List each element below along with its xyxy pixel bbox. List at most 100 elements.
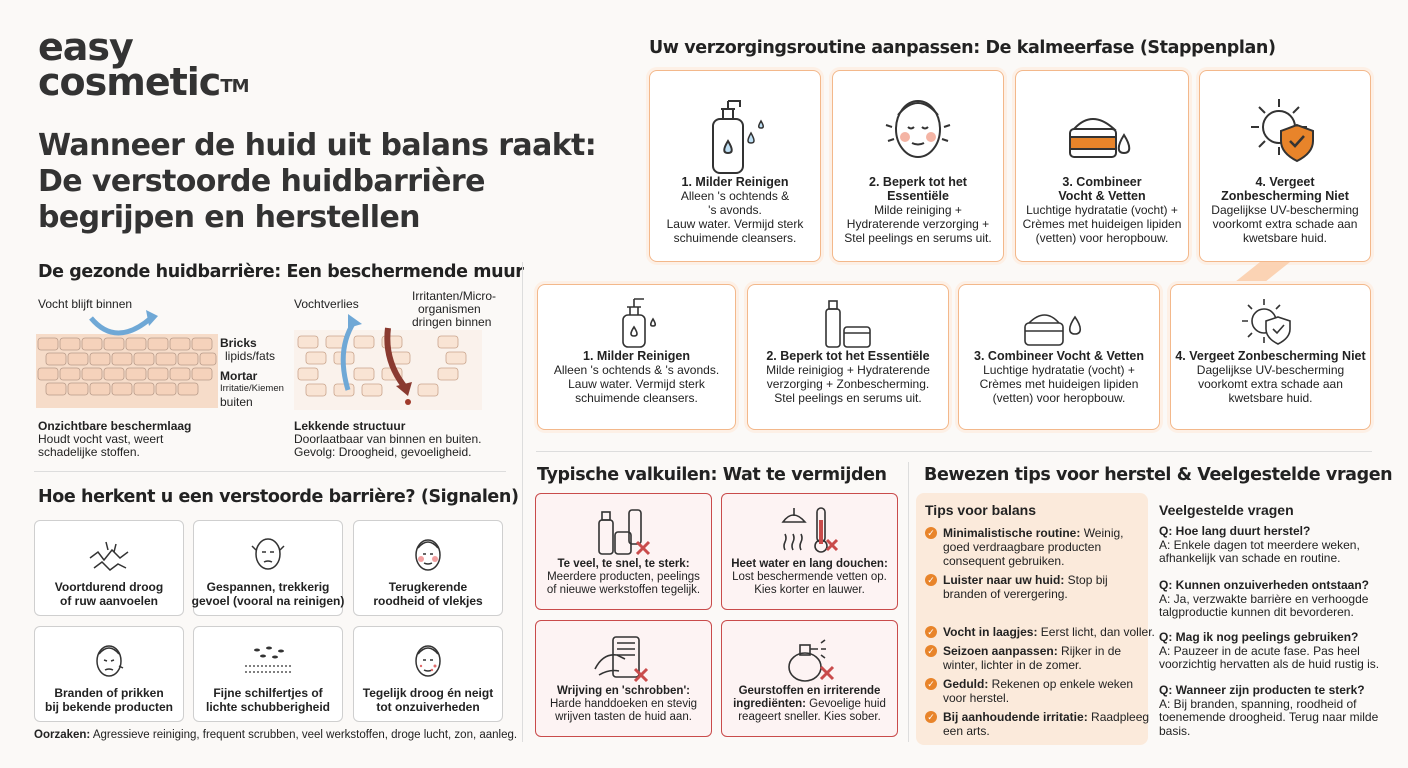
- invisible-layer-d2: schadelijke stoffen.: [38, 445, 140, 459]
- faq-answer: A: Bij branden, spanning, roodheid of: [1159, 696, 1357, 711]
- stinging-face-icon: [96, 645, 124, 677]
- step-desc: Alleen 's ochtends & 's avonds.: [553, 363, 720, 377]
- pitfall-desc: Lost beschermende vetten op.: [732, 571, 887, 583]
- signal-l2: of ruw aanvoelen: [59, 594, 159, 608]
- step-desc: Alleen 's ochtends &: [680, 189, 790, 203]
- leaky-wall-icon: [294, 314, 482, 410]
- step-title: 2. Beperk tot het Essentiële: [766, 349, 930, 363]
- brand-logo: easy cosmeticTM: [38, 25, 250, 101]
- bottle-jar-icon: [825, 300, 871, 348]
- flow-arrow-icon: [1230, 262, 1290, 286]
- step-desc: Dagelijkse UV-bescherming: [1196, 363, 1345, 377]
- step-title-2: Essentiële: [887, 189, 949, 203]
- causes-text: Agressieve reiniging, frequent scrubben,…: [92, 729, 518, 741]
- products-cross-icon: [597, 509, 650, 556]
- step-desc: verzorging + Zonbescherming.: [766, 377, 930, 391]
- step-desc: Dagelijkse UV-bescherming: [1211, 203, 1359, 217]
- signal-card: Branden of prikken bij bekende producten: [34, 626, 184, 722]
- step-title-2: Zonbescherming Niet: [1221, 189, 1349, 203]
- tips-heading: Bewezen tips voor herstel & Veelgestelde…: [924, 465, 1393, 485]
- tip-bold: Minimalistische routine:: [943, 526, 1081, 540]
- step-title: 3. Combineer Vocht & Vetten: [974, 349, 1144, 363]
- faq-answer: basis.: [1159, 723, 1191, 738]
- signal-l1: Branden of prikken: [54, 686, 164, 700]
- mortar-sub1: Irritatie/Kiemen: [220, 383, 284, 394]
- faq-answer: A: Pauzeer in de acute fase. Pas heel: [1159, 643, 1360, 658]
- step-desc: Crèmes met huideigen lipiden: [1022, 217, 1182, 231]
- signal-l1: Terugkerende: [388, 580, 468, 594]
- step-desc: (vetten) voor heropbouw.: [1035, 231, 1169, 245]
- tip-text: voor herstel.: [943, 691, 1010, 705]
- routine-step-card: 4. Vergeet Zonbescherming Niet Dagelijks…: [1170, 284, 1371, 430]
- pitfall-title: Heet water en lang douchen:: [731, 558, 888, 570]
- healthy-heading: De gezonde huidbarrière: Een beschermend…: [38, 262, 524, 282]
- signal-l1: Tegelijk droog én neigt: [362, 686, 494, 700]
- leaky-title: Lekkende structuur: [294, 419, 406, 433]
- check-icon: ✓: [925, 574, 937, 586]
- mortar-label: Mortar: [220, 369, 258, 383]
- pitfall-title: Wrijving en 'schrobben':: [556, 685, 691, 697]
- bricks-label: Bricks: [220, 336, 257, 350]
- faq-answer: talgproductie kunnen dit bevorderen.: [1159, 605, 1354, 619]
- tip-bold: Seizoen aanpassen:: [943, 644, 1058, 658]
- invisible-layer-title: Onzichtbare beschermlaag: [38, 419, 192, 433]
- title-line2: De verstoorde huidbarrière: [38, 164, 485, 199]
- faq-answer: A: Ja, verzwakte barrière en verhoogde: [1159, 591, 1369, 606]
- scrubbing-towel-icon: [593, 636, 648, 683]
- tip-item: ✓Geduld: Rekenen op enkele weken voor he…: [925, 677, 1133, 705]
- irritants-l2: organismen: [418, 302, 481, 316]
- brand-line1: easy: [38, 25, 134, 69]
- signal-card: Voortdurend droog of ruw aanvoelen: [34, 520, 184, 616]
- divider: [34, 471, 506, 472]
- cracked-skin-icon: [89, 541, 129, 571]
- check-icon: ✓: [925, 711, 937, 723]
- check-icon: ✓: [925, 527, 937, 539]
- faq-question: Q: Hoe lang duurt herstel?: [1159, 524, 1311, 538]
- tip-item: ✓Bij aanhoudende irritatie: Raadpleeg ee…: [925, 710, 1149, 738]
- pitfall-title-2: ingrediënten:: [733, 698, 806, 710]
- step-desc: Luchtige hydratatie (vocht) +: [983, 363, 1135, 377]
- faq-title: Veelgestelde vragen: [1159, 502, 1294, 518]
- signal-l1: Fijne schilfertjes of: [213, 686, 323, 700]
- routine-step-card: 4. Vergeet Zonbescherming Niet Dagelijks…: [1199, 70, 1371, 262]
- tip-text: Rijker in de: [1057, 644, 1122, 658]
- signal-l2: gevoel (vooral na reinigen): [191, 594, 345, 608]
- routine-step-card: 1. Milder Reinigen Alleen 's ochtends & …: [537, 284, 736, 430]
- signal-card: Terugkerende roodheid of vlekjes: [353, 520, 503, 616]
- routine-step-card: 3. Combineer Vocht & Vetten Luchtige hyd…: [958, 284, 1160, 430]
- step-desc: Stel peelings en serums uit.: [844, 231, 992, 245]
- tip-item: ✓Seizoen aanpassen: Rijker in de winter,…: [925, 644, 1121, 672]
- signal-l2: lichte schubberigheid: [205, 700, 331, 714]
- title-line3: begrijpen en herstellen: [38, 200, 421, 235]
- moisture-in-label: Vocht blijft binnen: [38, 297, 133, 311]
- check-icon: ✓: [925, 626, 937, 638]
- sun-shield-icon: [1251, 99, 1314, 163]
- step-desc: Stel peelings en serums uit.: [774, 391, 922, 405]
- step-desc: (vetten) voor heropbouw.: [992, 391, 1126, 405]
- causes: Oorzaken: Agressieve reiniging, frequent…: [34, 729, 517, 742]
- cream-jar-icon: [1069, 118, 1131, 158]
- causes-label: Oorzaken:: [34, 729, 91, 741]
- irritants-l1: Irritanten/Micro-: [412, 289, 497, 303]
- step-title: 2. Beperk tot het: [869, 175, 967, 189]
- signal-l1: Gespannen, trekkerig: [206, 580, 330, 594]
- tip-text: winter, lichter in de zomer.: [943, 658, 1082, 672]
- healthy-wall-icon: [36, 310, 218, 408]
- pitfall-desc: reageert sneller. Kies sober.: [738, 711, 881, 723]
- pitfall-desc: wrijven tasten de huid aan.: [555, 711, 692, 723]
- tips-box: [916, 493, 1148, 745]
- pitfalls-heading: Typische valkuilen: Wat te vermijden: [537, 465, 887, 485]
- step-desc: Luchtige hydratatie (vocht) +: [1026, 203, 1178, 217]
- divider: [908, 462, 909, 742]
- step-title: 3. Combineer: [1062, 175, 1142, 189]
- step-desc: Lauw water. Vermijd sterk: [666, 217, 804, 231]
- faq-question: Q: Mag ik nog peelings gebruiken?: [1159, 630, 1359, 644]
- tip-text: Weinig,: [1080, 526, 1124, 540]
- check-icon: ✓: [925, 678, 937, 690]
- pump-bottle-icon: [621, 298, 656, 348]
- signal-card: Tegelijk droog én neigt tot onzuiverhede…: [353, 626, 503, 722]
- faq-item: Q: Kunnen onzuiverheden ontstaan? A: Ja,…: [1159, 578, 1370, 620]
- tip-item: ✓Minimalistische routine: Weinig, goed v…: [925, 526, 1124, 568]
- faq-question: Q: Kunnen onzuiverheden ontstaan?: [1159, 578, 1370, 592]
- signal-l2: roodheid of vlekjes: [373, 594, 483, 608]
